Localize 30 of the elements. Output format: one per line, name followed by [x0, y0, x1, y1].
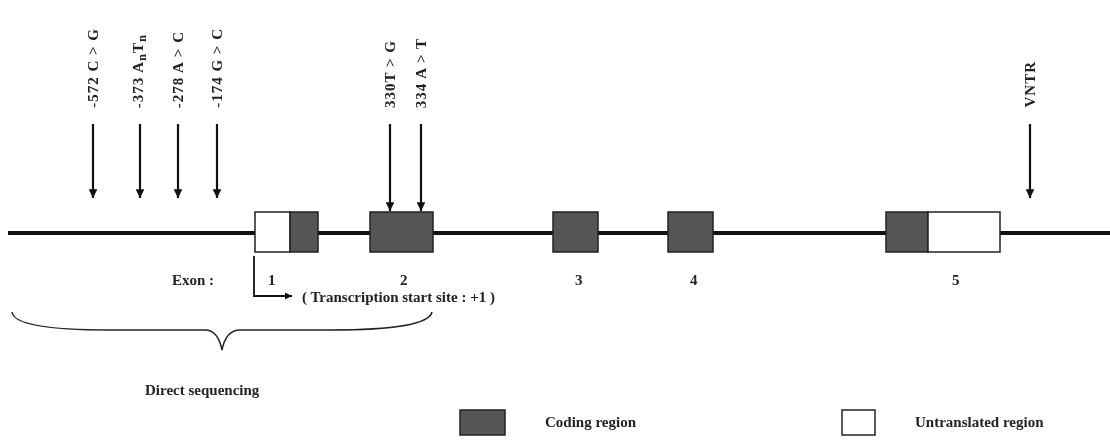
exon-number: 1 [268, 272, 276, 289]
bracket-label: Direct sequencing [145, 382, 260, 399]
exon-number: 3 [575, 272, 583, 289]
arrow [1025, 124, 1035, 198]
arrow [416, 124, 426, 211]
coding-exon-box [552, 211, 599, 253]
coding-exon-box [289, 211, 319, 253]
exon-number: 2 [400, 272, 408, 289]
coding-exon-box [667, 211, 714, 253]
coding-exon-box [369, 211, 434, 253]
legend-label: Untranslated region [915, 414, 1044, 431]
exon-number: 4 [690, 272, 698, 289]
exon-number: 5 [952, 272, 960, 289]
arrow [173, 124, 183, 198]
variant-label: -174 G > C [208, 28, 226, 108]
variant-label: 330T > G [381, 40, 399, 108]
annotation-text: ( Transcription start site : +1 ) [302, 289, 495, 306]
coding-exon-box [885, 211, 929, 253]
variant-label: 334 A > T [412, 38, 430, 109]
arrow [385, 124, 395, 211]
exon-heading: Exon : [172, 272, 215, 289]
variant-label: -278 A > C [169, 31, 187, 109]
untranslated-exon-box [927, 211, 1001, 253]
arrow [88, 124, 98, 198]
variant-label: VNTR [1021, 61, 1039, 108]
legend-label: Coding region [545, 414, 636, 431]
variant-label: -572 C > G [84, 28, 102, 108]
arrow [212, 124, 222, 198]
arrow [135, 124, 145, 198]
untranslated-exon-box [254, 211, 291, 253]
